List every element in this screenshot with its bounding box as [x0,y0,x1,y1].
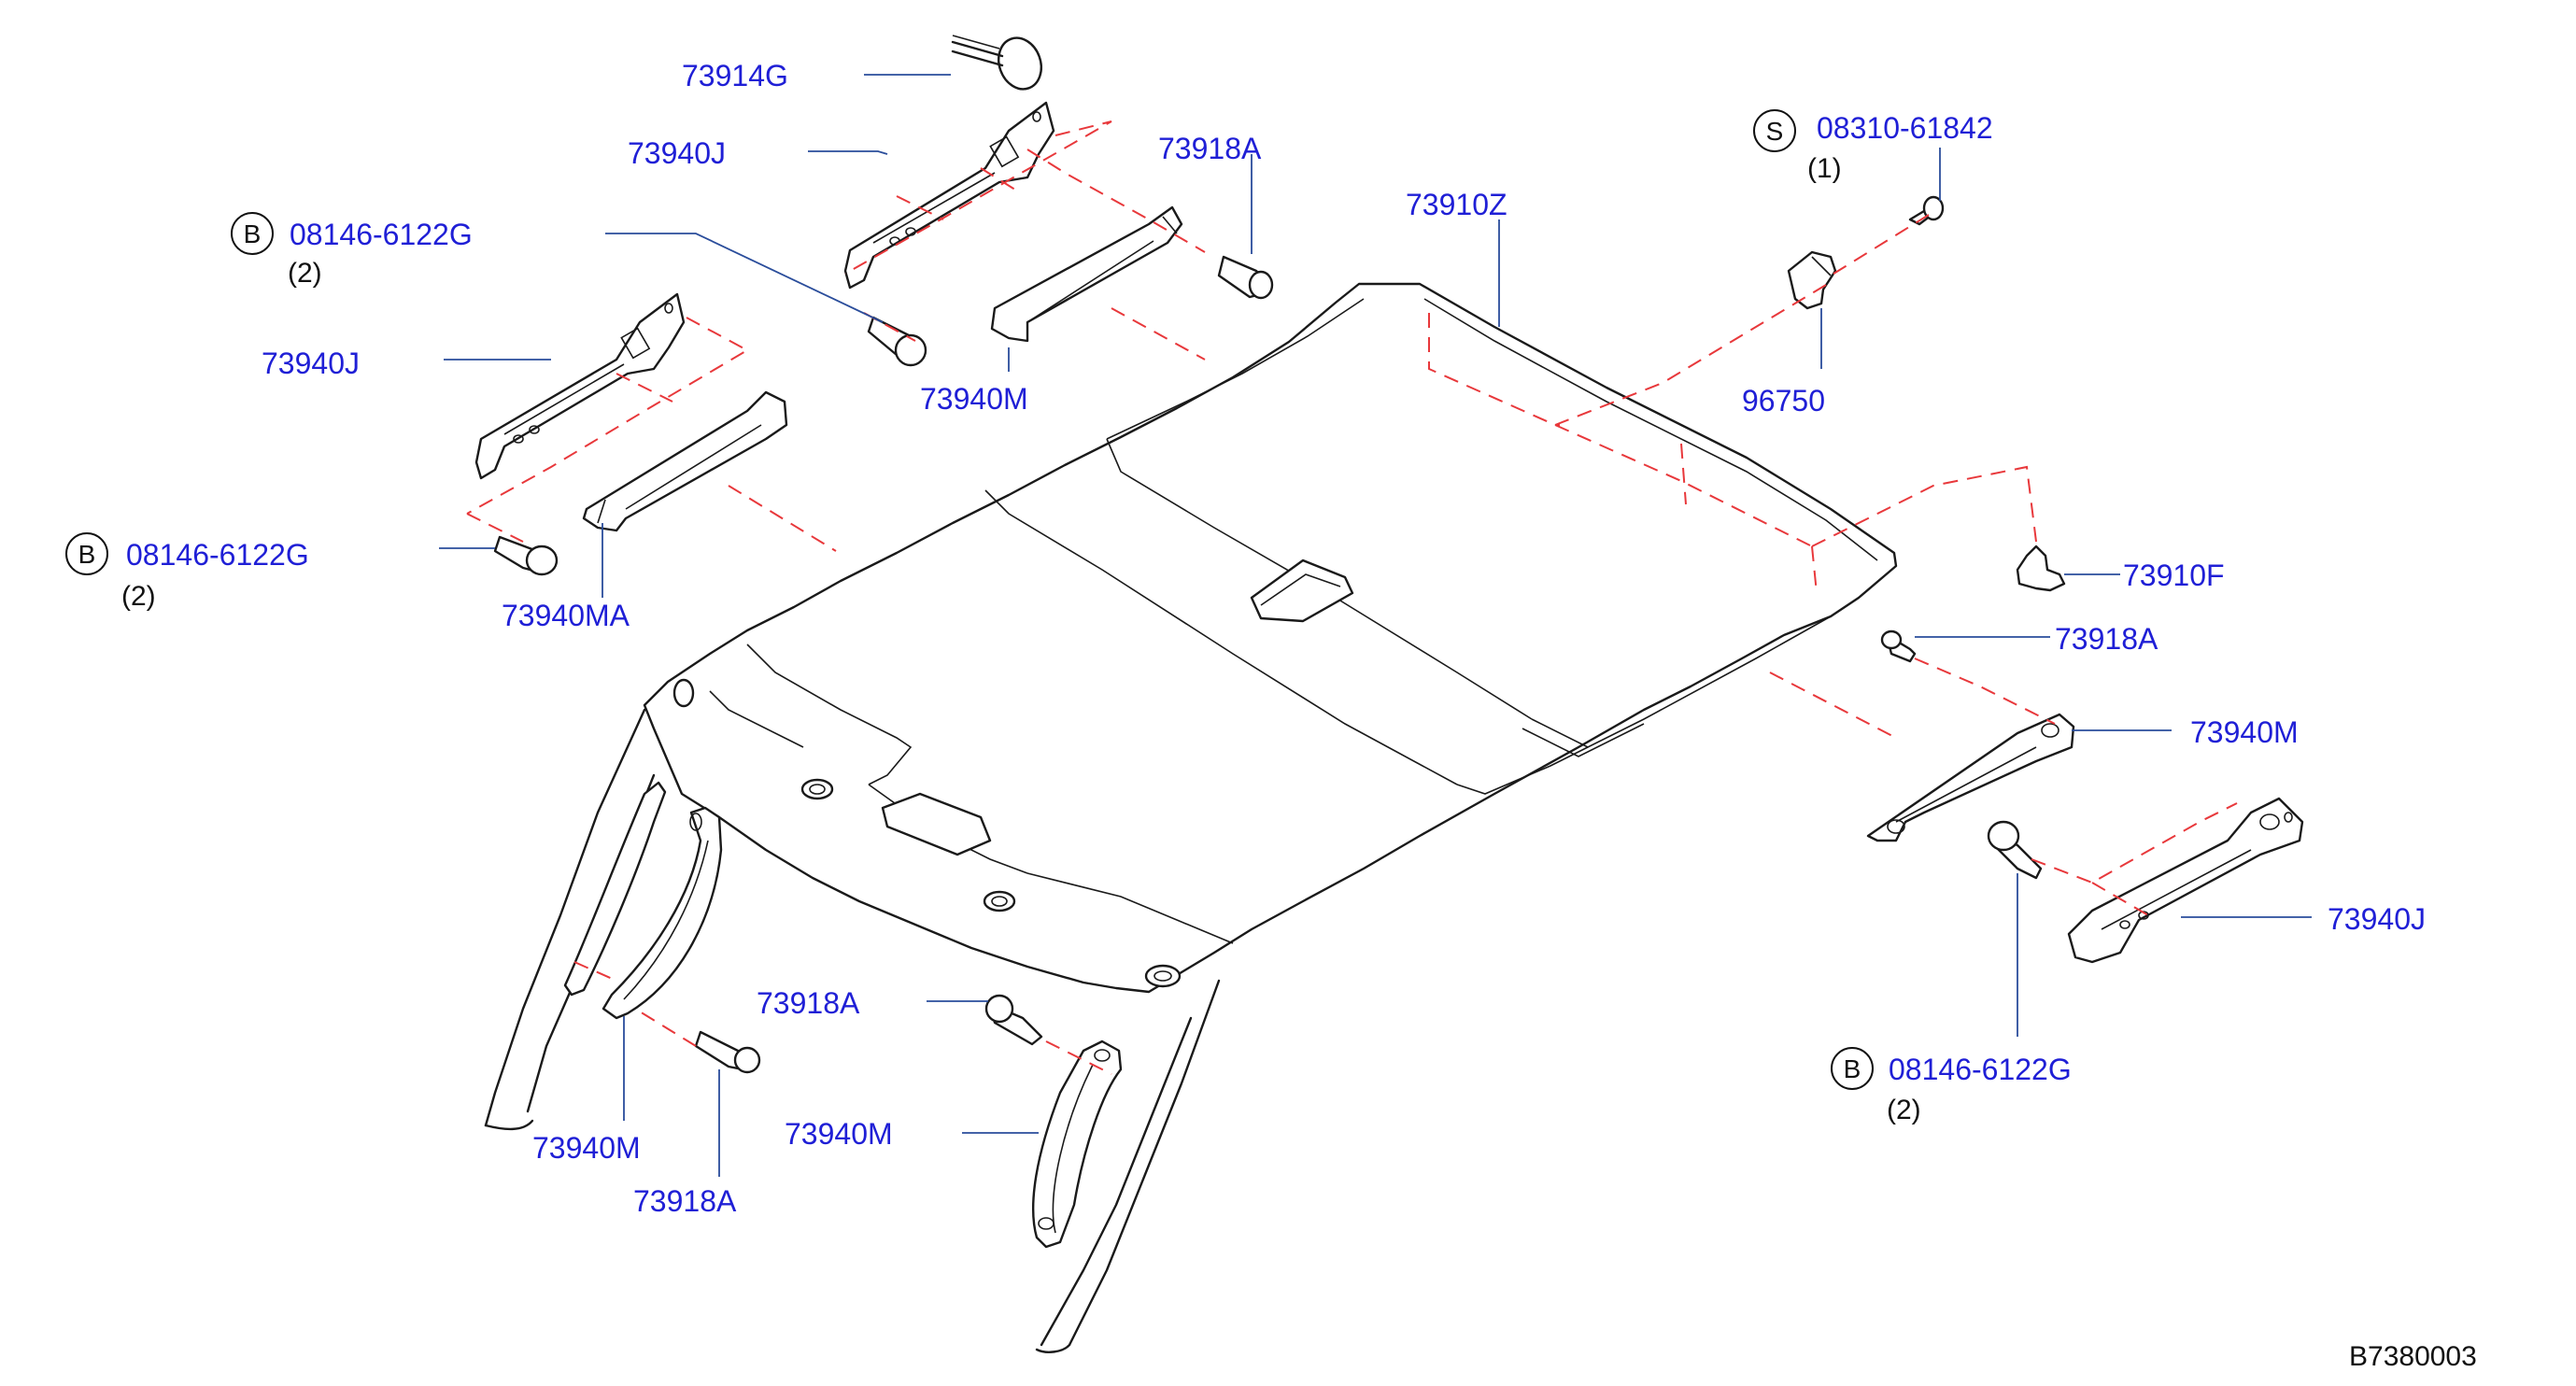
svg-text:B: B [244,219,262,248]
bracket-top [843,101,1055,290]
label-73940J-top: 73940J [628,136,726,170]
svg-text:S: S [1766,117,1784,146]
label-73940J-left: 73940J [262,346,360,380]
prefix-s-circle: S [1753,109,1796,152]
assist-grip-right [1866,713,2075,842]
prefix-b-circle-2: B [65,532,108,575]
qty-08310: (1) [1807,153,1842,184]
headliner-panel [643,282,1898,994]
bolt-left-08146 [493,535,559,576]
label-73918A-top: 73918A [1158,132,1262,165]
bolt-right-08146 [1987,820,2043,880]
label-08146-6122G-c: 08146-6122G [1889,1053,2072,1086]
leader-lines [439,74,2312,1177]
pillar-bracket-left [563,781,667,997]
label-08310-61842: 08310-61842 [1817,111,1993,145]
screw-botleft-73918A [694,1030,761,1074]
assist-grip-top-center [990,205,1183,343]
prefix-b-circle-1: B [231,212,274,255]
svg-text:B: B [1844,1054,1861,1083]
label-73914G: 73914G [682,59,788,92]
label-73940M-botmid: 73940M [785,1117,893,1151]
label-08146-6122G-b: 08146-6122G [126,538,309,572]
label-73910Z: 73910Z [1406,188,1507,221]
label-73940J-right: 73940J [2328,902,2426,936]
screw-right-73918A [1880,629,1917,663]
coat-hook-96750 [1787,250,1837,310]
label-73940M-topmid: 73940M [920,382,1028,416]
label-73910F: 73910F [2123,559,2225,592]
assist-grip-bottom-center [1032,1040,1123,1249]
label-08146-6122G-a: 08146-6122G [290,218,473,251]
svg-text:B: B [78,540,96,569]
screw-top-right-08310 [1908,195,1945,226]
prefix-b-circle-3: B [1831,1047,1874,1090]
label-73918A-right: 73918A [2055,622,2158,656]
bracket-left [474,292,686,480]
label-73940M-botleft: 73940M [532,1131,641,1165]
assist-grip-left [582,390,788,532]
label-96750: 96750 [1742,384,1825,417]
pillar-trim-left [484,708,656,1131]
pillar-trim-center [1035,979,1221,1353]
label-73940MA: 73940MA [502,599,630,632]
qty-08146-a: (2) [288,258,322,289]
assist-grip-bottom-left [602,806,723,1020]
stud-clip-73914G [951,35,1042,91]
clip-73910F [2016,544,2066,592]
bracket-right [2067,797,2304,964]
label-73918A-bottom: 73918A [757,986,860,1020]
label-73940M-right: 73940M [2190,715,2299,749]
bolt-topmid-08146 [867,316,927,367]
drawing-code: B7380003 [2349,1341,2477,1372]
qty-08146-b: (2) [121,581,156,612]
screw-top-73918A [1217,255,1274,300]
qty-08146-c: (2) [1887,1095,1921,1125]
screw-bottom-73918A [984,994,1043,1046]
assembly-lines [466,120,2238,1075]
label-73918A-botleft: 73918A [633,1184,737,1218]
